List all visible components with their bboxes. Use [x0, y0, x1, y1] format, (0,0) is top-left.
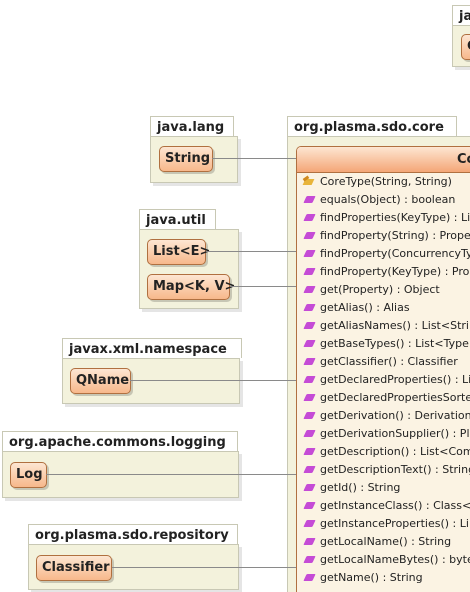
operation-icon [303, 520, 316, 527]
operation-item[interactable]: getAliasNames() : List<Strin [297, 317, 470, 335]
operation-signature: getLocalNameBytes() : byte [320, 553, 470, 566]
dependency-line-map [230, 286, 296, 287]
operation-signature: getDerivationSupplier() : Pla [320, 427, 470, 440]
class-log[interactable]: Log [10, 462, 47, 488]
operation-item[interactable]: findProperty(ConcurrencyTy [297, 245, 470, 263]
class-top-right-partial[interactable]: C [461, 34, 470, 60]
class-list[interactable]: List<E> [147, 239, 210, 265]
operation-item[interactable]: getDescriptionText() : String [297, 461, 470, 479]
operation-item[interactable]: getAlias() : Alias [297, 299, 470, 317]
operation-item[interactable]: getDescription() : List<Com [297, 443, 470, 461]
operation-signature: getDerivation() : Derivation [320, 409, 470, 422]
operation-item[interactable]: getName() : String [297, 569, 470, 587]
operation-icon [303, 412, 316, 419]
operation-signature: getDescription() : List<Com [320, 445, 470, 458]
operation-signature: get(Property) : Object [320, 283, 440, 296]
operation-signature: equals(Object) : boolean [320, 193, 456, 206]
operation-icon [303, 466, 316, 473]
operation-item[interactable]: getBaseTypes() : List<Type [297, 335, 470, 353]
operation-item[interactable]: getLocalNameBytes() : byte [297, 551, 470, 569]
package-tab-java-util: java.util [139, 209, 216, 229]
dependency-line-log [46, 474, 296, 475]
operation-signature: findProperty(KeyType) : Prop [320, 265, 470, 278]
operation-icon [303, 322, 316, 329]
package-top-right: C [452, 25, 470, 67]
operation-icon [303, 484, 316, 491]
operation-signature: getInstanceProperties() : Li [320, 517, 469, 530]
operation-signature: getAliasNames() : List<Strin [320, 319, 470, 332]
operation-signature: getInstanceClass() : Class< [320, 499, 470, 512]
class-core-type[interactable]: Co CoreType(String, String) equals(Object… [296, 146, 470, 592]
operation-icon [303, 232, 316, 239]
dependency-line-string [212, 158, 296, 159]
package-javax-xml-namespace: QName [62, 358, 240, 404]
operation-signature: getBaseTypes() : List<Type [320, 337, 469, 350]
operation-item[interactable]: CoreType(String, String) [297, 173, 470, 191]
dependency-line-classifier [112, 567, 296, 568]
operation-icon [303, 214, 316, 221]
operation-signature: CoreType(String, String) [320, 175, 452, 188]
operation-icon [303, 376, 316, 383]
class-core-type-header: Co [297, 147, 470, 173]
package-tab-sdo-repository: org.plasma.sdo.repository [28, 524, 238, 544]
operation-item[interactable]: getInstanceClass() : Class< [297, 497, 470, 515]
operation-item[interactable]: getDerivationSupplier() : Pla [297, 425, 470, 443]
package-java-util: List<E> Map<K, V> [139, 229, 239, 309]
operation-icon [303, 502, 316, 509]
class-map[interactable]: Map<K, V> [147, 274, 235, 300]
operation-icon [303, 196, 316, 203]
operation-signature: findProperties(KeyType) : Li [320, 211, 470, 224]
class-qname[interactable]: QName [70, 368, 131, 394]
operation-signature: getId() : String [320, 481, 401, 494]
operation-item[interactable]: getClassifier() : Classifier [297, 353, 470, 371]
operation-icon [303, 286, 316, 293]
operation-icon [303, 394, 316, 401]
dependency-line-list [206, 251, 296, 252]
operation-icon [303, 304, 316, 311]
dependency-line-qname [130, 380, 296, 381]
package-java-lang: String [150, 136, 238, 183]
operation-list: CoreType(String, String) equals(Object) :… [297, 173, 470, 587]
operation-icon [303, 556, 316, 563]
operation-item[interactable]: get(Property) : Object [297, 281, 470, 299]
operation-item[interactable]: getId() : String [297, 479, 470, 497]
operation-icon [303, 430, 316, 437]
class-classifier[interactable]: Classifier [36, 555, 112, 581]
operation-signature: getLocalName() : String [320, 535, 452, 548]
operation-item[interactable]: findProperty(String) : Proper [297, 227, 470, 245]
operation-item[interactable]: getDeclaredProperties() : Li [297, 371, 470, 389]
operation-signature: getDeclaredPropertiesSorte [320, 391, 470, 404]
operation-item[interactable]: findProperty(KeyType) : Prop [297, 263, 470, 281]
operation-icon [303, 358, 316, 365]
operation-icon [303, 448, 316, 455]
class-string[interactable]: String [159, 146, 213, 172]
operation-item[interactable]: getDerivation() : Derivation [297, 407, 470, 425]
package-tab-commons-logging: org.apache.commons.logging [2, 431, 238, 451]
package-tab-javax-xml-namespace: javax.xml.namespace [62, 338, 242, 358]
operation-icon [303, 250, 316, 257]
operation-signature: getDeclaredProperties() : Li [320, 373, 470, 386]
operation-icon [303, 538, 316, 545]
operation-signature: findProperty(ConcurrencyTy [320, 247, 470, 260]
package-tab-java-lang: java.lang [150, 116, 234, 136]
operation-signature: getName() : String [320, 571, 423, 584]
operation-icon [303, 340, 316, 347]
package-tab-top-right: ja [452, 5, 470, 25]
operation-item[interactable]: getInstanceProperties() : Li [297, 515, 470, 533]
package-tab-sdo-core: org.plasma.sdo.core [287, 116, 457, 136]
constructor-icon [303, 177, 314, 187]
operation-item[interactable]: equals(Object) : boolean [297, 191, 470, 209]
operation-item[interactable]: findProperties(KeyType) : Li [297, 209, 470, 227]
operation-item[interactable]: getDeclaredPropertiesSorte [297, 389, 470, 407]
operation-signature: getClassifier() : Classifier [320, 355, 458, 368]
operation-icon [303, 574, 316, 581]
operation-icon [303, 268, 316, 275]
operation-signature: getDescriptionText() : String [320, 463, 470, 476]
operation-item[interactable]: getLocalName() : String [297, 533, 470, 551]
operation-signature: getAlias() : Alias [320, 301, 410, 314]
operation-signature: findProperty(String) : Proper [320, 229, 470, 242]
